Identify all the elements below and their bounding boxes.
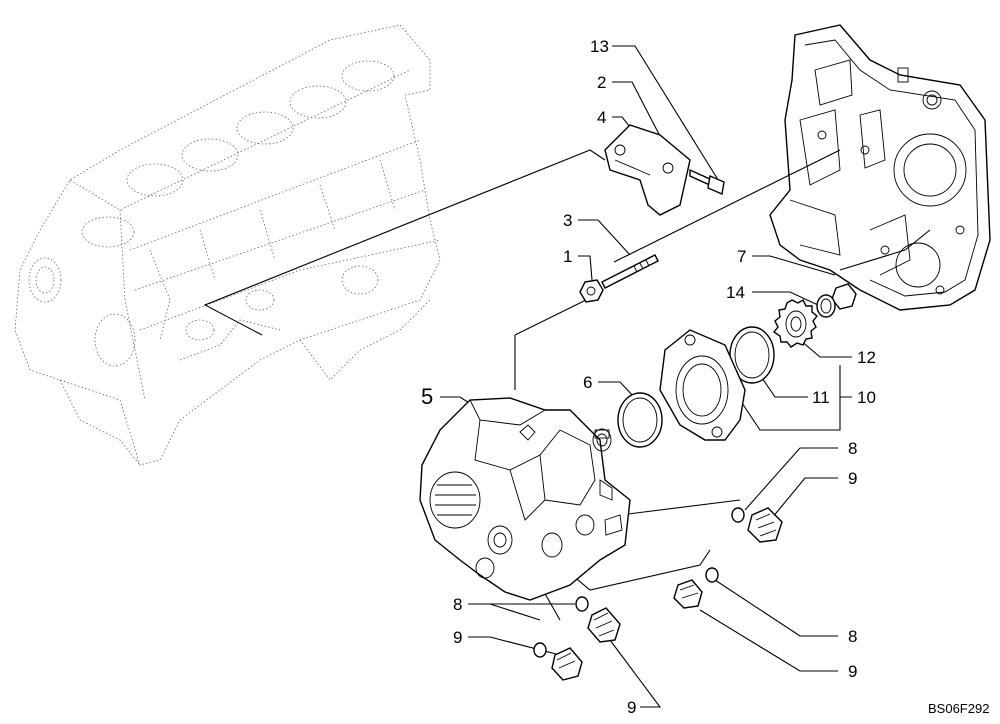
drawing-code: BS06F292 bbox=[928, 701, 989, 716]
callout-9-bottom: 9 bbox=[627, 698, 636, 717]
callout-9-lower: 9 bbox=[848, 662, 857, 681]
gear-housing bbox=[769, 24, 991, 311]
fitting-1 bbox=[747, 507, 783, 543]
pump-flange bbox=[659, 329, 746, 441]
callout-5: 5 bbox=[421, 384, 433, 409]
nut bbox=[579, 279, 604, 303]
o-ring-small-3 bbox=[575, 596, 589, 612]
callout-8-left: 8 bbox=[453, 595, 462, 614]
fitting-2 bbox=[673, 579, 703, 609]
o-ring-6 bbox=[617, 392, 663, 448]
bolt bbox=[689, 168, 725, 195]
callout-2: 2 bbox=[597, 73, 606, 92]
fitting-3 bbox=[587, 607, 621, 643]
callout-7: 7 bbox=[737, 247, 746, 266]
callout-9-left: 9 bbox=[453, 628, 462, 647]
cover-plate bbox=[604, 124, 691, 216]
callout-10: 10 bbox=[857, 388, 876, 407]
stud bbox=[601, 254, 659, 289]
callout-12: 12 bbox=[857, 348, 876, 367]
callout-9-upper: 9 bbox=[848, 469, 857, 488]
callout-4: 4 bbox=[597, 108, 606, 127]
callout-8-upper: 8 bbox=[848, 439, 857, 458]
callout-11: 11 bbox=[812, 388, 830, 407]
o-ring-small-1 bbox=[731, 507, 745, 523]
callout-13: 13 bbox=[590, 37, 609, 56]
washer bbox=[816, 294, 836, 318]
leader-lines bbox=[203, 45, 931, 708]
pump-gear bbox=[772, 299, 818, 348]
fitting-4 bbox=[551, 647, 583, 681]
callout-labels: 13 2 4 3 1 7 14 12 11 10 6 5 8 9 8 9 8 9… bbox=[421, 37, 876, 717]
callout-6: 6 bbox=[583, 373, 592, 392]
callout-1: 1 bbox=[563, 247, 572, 266]
callout-14: 14 bbox=[726, 283, 745, 302]
engine-block bbox=[14, 24, 441, 466]
callout-3: 3 bbox=[563, 211, 572, 230]
callout-8-lower: 8 bbox=[848, 627, 857, 646]
o-ring-small-2 bbox=[705, 567, 719, 583]
o-ring-small-4 bbox=[533, 642, 547, 658]
high-pressure-pump bbox=[419, 397, 631, 601]
